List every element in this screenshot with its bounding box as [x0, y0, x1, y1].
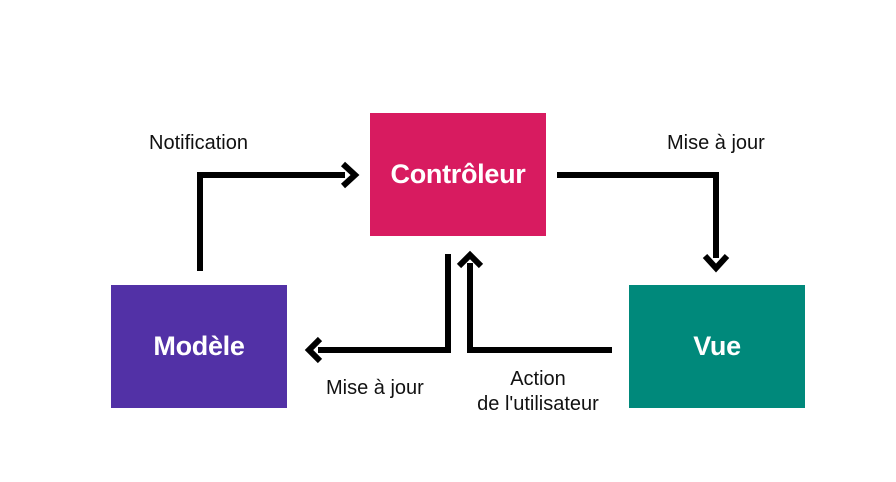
action-label-line1: Action [510, 368, 566, 390]
controleur-node: Contrôleur [370, 113, 546, 236]
arrow-action [456, 250, 612, 353]
vue-label: Vue [693, 331, 741, 361]
notification-label: Notification [149, 132, 248, 154]
arrow-maj-vue-line [557, 172, 719, 258]
maj-modele-label: Mise à jour [326, 377, 424, 399]
maj-vue-label: Mise à jour [667, 132, 765, 154]
modele-label: Modèle [153, 331, 245, 361]
arrow-maj-vue-head [702, 253, 730, 273]
vue-node: Vue [629, 285, 805, 408]
arrow-maj-modele-head [304, 336, 323, 364]
arrow-maj-modele [304, 254, 451, 364]
action-label-line2: de l'utilisateur [477, 393, 599, 415]
arrow-notification [197, 161, 360, 271]
action-label: Action de l'utilisateur [468, 367, 608, 417]
controleur-label: Contrôleur [390, 159, 526, 189]
arrow-maj-vue [557, 172, 730, 273]
modele-node: Modèle [111, 285, 287, 408]
arrow-action-line [467, 263, 612, 353]
arrow-maj-modele-line [318, 254, 451, 353]
arrow-notification-line [197, 172, 345, 271]
arrow-notification-head [340, 161, 360, 189]
arrow-action-head [456, 250, 484, 269]
